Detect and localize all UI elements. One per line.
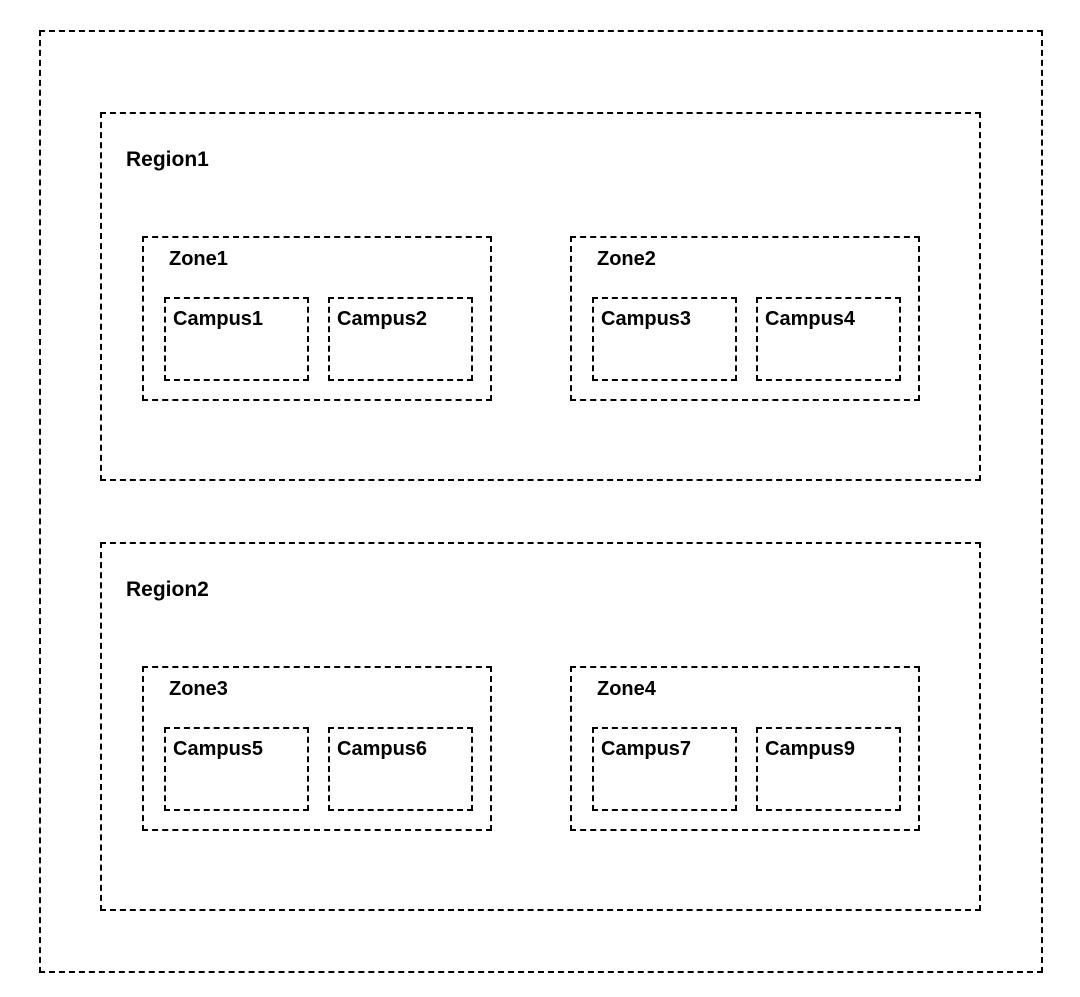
campus-label-6: Campus6: [337, 738, 428, 760]
campus-box-6: Campus6: [328, 727, 473, 811]
zone-label-1: Zone1: [169, 248, 228, 270]
campus-box-1: Campus1: [164, 297, 309, 381]
outer-container: [39, 30, 1043, 973]
campus-label-8: Campus9: [765, 738, 856, 760]
campus-box-7: Campus7: [592, 727, 737, 811]
campus-box-3: Campus3: [592, 297, 737, 381]
region-label-1: Region1: [126, 148, 209, 171]
zone-box-1: Zone1 Campus1 Campus2: [142, 236, 492, 401]
campus-box-5: Campus5: [164, 727, 309, 811]
zone-label-2: Zone2: [597, 248, 656, 270]
campus-label-7: Campus7: [601, 738, 692, 760]
campus-box-4: Campus4: [756, 297, 901, 381]
region-label-2: Region2: [126, 578, 209, 601]
campus-label-3: Campus3: [601, 308, 692, 330]
campus-label-4: Campus4: [765, 308, 856, 330]
campus-box-8: Campus9: [756, 727, 901, 811]
campus-label-2: Campus2: [337, 308, 428, 330]
zone-box-2: Zone2 Campus3 Campus4: [570, 236, 920, 401]
region-box-1: Region1 Zone1 Campus1 Campus2 Zone2 Camp…: [100, 112, 981, 481]
zone-label-3: Zone3: [169, 678, 228, 700]
campus-label-1: Campus1: [173, 308, 264, 330]
zone-box-4: Zone4 Campus7 Campus9: [570, 666, 920, 831]
campus-label-5: Campus5: [173, 738, 264, 760]
zone-label-4: Zone4: [597, 678, 656, 700]
campus-box-2: Campus2: [328, 297, 473, 381]
region-box-2: Region2 Zone3 Campus5 Campus6 Zone4 Camp…: [100, 542, 981, 911]
zone-box-3: Zone3 Campus5 Campus6: [142, 666, 492, 831]
